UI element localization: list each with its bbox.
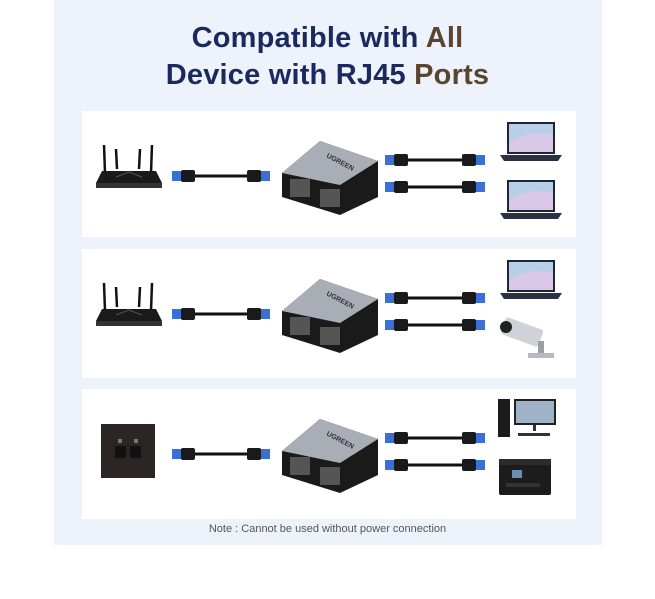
printer-icon [498,457,552,502]
ethernet-cable-icon [385,430,485,451]
headline-text: Device with RJ45 [165,59,415,91]
wall-socket-icon [101,424,155,483]
headline: Compatible with All Device with RJ45 Por… [0,20,655,94]
headline-highlight: All [425,22,464,54]
usage-row: UGREEN [82,389,576,519]
laptop-icon [498,179,564,226]
ethernet-cable-icon [385,179,485,200]
rj45-splitter-icon: UGREEN [280,415,380,500]
desktop-computer-icon [498,399,558,444]
laptop-icon [498,259,564,306]
ethernet-cable-icon [385,457,485,478]
ethernet-cable-icon [172,168,270,189]
note-text: Note : Cannot be used without power conn… [208,523,447,535]
usage-row: UGREEN [82,111,576,237]
rj45-splitter-icon: UGREEN [280,137,380,222]
ethernet-cable-icon [385,317,485,338]
security-camera-icon [498,317,558,366]
headline-highlight: Ports [414,59,490,91]
ethernet-cable-icon [385,290,485,311]
laptop-icon [498,121,564,168]
router-icon [94,143,164,196]
ethernet-cable-icon [172,446,270,467]
router-icon [94,281,164,334]
usage-row: UGREEN [82,249,576,378]
ethernet-cable-icon [385,152,485,173]
headline-text: Compatible with [191,22,426,54]
ethernet-cable-icon [172,306,270,327]
rj45-splitter-icon: UGREEN [280,275,380,360]
